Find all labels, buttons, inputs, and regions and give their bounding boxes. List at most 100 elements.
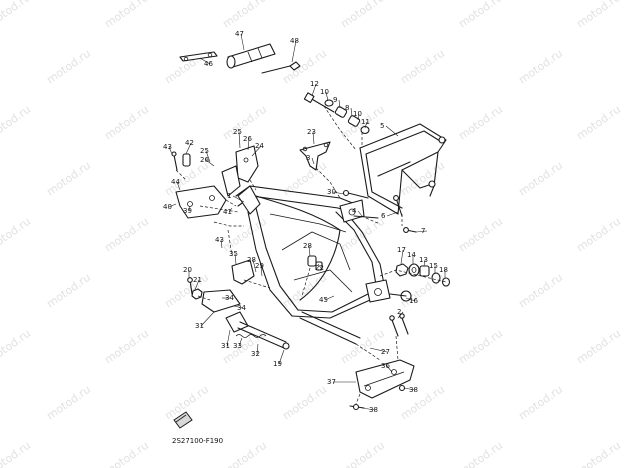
callout-leader-28 bbox=[252, 259, 257, 273]
callout-label-4: 4 bbox=[352, 207, 357, 215]
callout-label-8: 8 bbox=[345, 104, 349, 112]
callout-leader-25 bbox=[238, 131, 241, 149]
part-16-collar bbox=[389, 290, 412, 302]
part-14-washer bbox=[408, 263, 420, 277]
callout-label-29: 29 bbox=[255, 262, 264, 270]
watermark-text: motod.ru bbox=[574, 103, 623, 143]
callout-label-38: 38 bbox=[409, 386, 418, 394]
watermark-text: motod.ru bbox=[574, 439, 623, 468]
callout-label-11: 11 bbox=[361, 118, 370, 126]
callout-label-16: 16 bbox=[409, 297, 418, 305]
part-6-bolt bbox=[393, 195, 403, 217]
part-30-bolt bbox=[342, 189, 369, 199]
part-20-bolt bbox=[187, 277, 193, 295]
part-2-bolts bbox=[389, 313, 409, 337]
callout-leader-32 bbox=[256, 343, 259, 355]
callout-label-7: 7 bbox=[421, 227, 425, 235]
part-36-skid-plate bbox=[355, 359, 415, 399]
watermark-text: motod.ru bbox=[456, 439, 505, 468]
callout-leader-17 bbox=[400, 249, 404, 265]
part-17-nut bbox=[395, 263, 409, 277]
callout-leader-10 bbox=[357, 113, 360, 121]
part-33-spring bbox=[235, 334, 267, 338]
callout-leader-36 bbox=[386, 365, 393, 373]
callout-leader-42 bbox=[185, 142, 192, 155]
part-10-collar bbox=[324, 99, 334, 107]
watermark-text: motod.ru bbox=[516, 159, 565, 199]
callout-leader-21 bbox=[194, 279, 200, 291]
callout-leader-35 bbox=[234, 253, 237, 265]
callout-label-45: 45 bbox=[319, 296, 328, 304]
watermark-text: motod.ru bbox=[338, 0, 387, 30]
watermark-text: motod.ru bbox=[102, 0, 151, 30]
frame-reference-icon bbox=[173, 411, 193, 429]
callout-label-32: 32 bbox=[251, 350, 260, 358]
part-5-rear-subframe bbox=[359, 123, 447, 215]
callout-label-41: 41 bbox=[223, 208, 232, 216]
callout-label-47: 47 bbox=[235, 30, 244, 38]
callout-label-40: 40 bbox=[163, 203, 172, 211]
part-4-bolt bbox=[353, 215, 379, 219]
part-38-bolt-lower bbox=[349, 403, 365, 411]
part-47-tool-wrench bbox=[226, 43, 276, 69]
callout-label-1: 1 bbox=[227, 192, 231, 200]
callout-leader-4 bbox=[357, 210, 363, 217]
part-28-clamp bbox=[307, 255, 317, 267]
callout-leader-7 bbox=[415, 230, 428, 233]
watermark-text: motod.ru bbox=[456, 215, 505, 255]
callout-leader-40 bbox=[168, 203, 177, 208]
watermark-text: motod.ru bbox=[220, 0, 269, 30]
part-18-bolt bbox=[441, 277, 451, 287]
callout-label-34: 34 bbox=[225, 294, 234, 302]
callout-leader-31 bbox=[226, 329, 231, 347]
callout-label-27: 27 bbox=[381, 348, 390, 356]
callout-label-30: 30 bbox=[327, 188, 336, 196]
callout-label-26: 26 bbox=[200, 156, 209, 164]
watermark-text: motod.ru bbox=[338, 439, 387, 468]
watermark-text: motod.ru bbox=[574, 327, 623, 367]
callout-label-44: 44 bbox=[171, 178, 180, 186]
callout-label-23: 23 bbox=[307, 128, 316, 136]
part-27-rod bbox=[299, 311, 361, 345]
watermark-text: motod.ru bbox=[398, 383, 447, 423]
part-31-sidestand bbox=[225, 311, 290, 350]
callout-leader-3 bbox=[311, 157, 315, 165]
callout-label-31: 31 bbox=[195, 322, 204, 330]
part-46-tool-strap bbox=[179, 51, 218, 62]
callout-leader-39 bbox=[188, 205, 191, 212]
watermark-text: motod.ru bbox=[102, 439, 151, 468]
callout-label-22: 22 bbox=[315, 264, 324, 272]
callout-leader-48 bbox=[291, 40, 297, 63]
drawing-code: 2S27100-F190 bbox=[172, 437, 223, 445]
part-23-bracket bbox=[299, 141, 331, 171]
callout-label-25: 25 bbox=[200, 147, 209, 155]
callout-label-21: 21 bbox=[193, 276, 202, 284]
callout-leader-12 bbox=[311, 83, 317, 97]
part-1-main-frame bbox=[235, 185, 391, 319]
watermark-text: motod.ru bbox=[0, 103, 33, 143]
watermark-text: motod.ru bbox=[0, 439, 33, 468]
callout-label-48: 48 bbox=[290, 37, 299, 45]
callout-leader-8 bbox=[350, 107, 353, 117]
callout-leader-23 bbox=[312, 131, 315, 145]
part-21-nut bbox=[191, 288, 203, 300]
callout-leader-6 bbox=[386, 211, 399, 217]
watermark-text: motod.ru bbox=[102, 327, 151, 367]
callout-leader-19 bbox=[278, 349, 285, 365]
callout-label-24: 24 bbox=[255, 142, 264, 150]
callout-leader-43 bbox=[168, 146, 173, 155]
callout-label-31: 31 bbox=[221, 342, 230, 350]
assembly-lines bbox=[175, 105, 447, 405]
watermark-text: motod.ru bbox=[220, 215, 269, 255]
callout-leader-31 bbox=[200, 311, 215, 327]
part-11-nut bbox=[360, 125, 370, 135]
callout-label-37: 37 bbox=[327, 378, 336, 386]
callout-leader-28 bbox=[308, 245, 311, 257]
callout-label-25: 25 bbox=[233, 128, 242, 136]
callout-label-43: 43 bbox=[215, 236, 224, 244]
part-41-bracket bbox=[221, 165, 241, 197]
watermark-text: motod.ru bbox=[44, 383, 93, 423]
